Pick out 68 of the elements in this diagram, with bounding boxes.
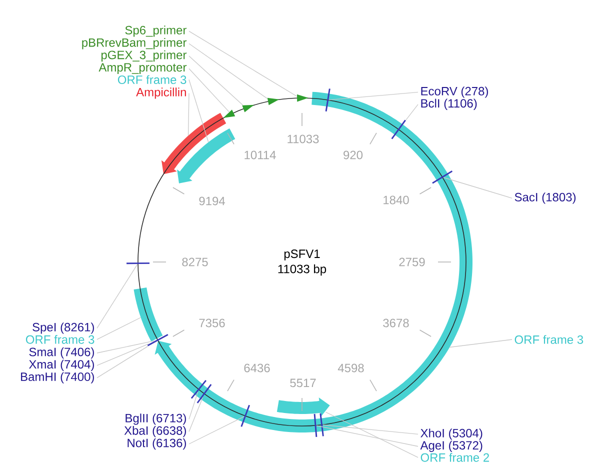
- leader-line: [449, 339, 512, 348]
- leader-line: [96, 340, 155, 354]
- site-tick: [147, 334, 168, 346]
- site-label: SmaI (7406): [29, 347, 94, 359]
- leader-line: [188, 397, 204, 432]
- feature-band: [177, 128, 236, 184]
- feature-triangle: [242, 104, 254, 112]
- feature-label: ORF frame 3: [118, 75, 186, 84]
- site-tick: [325, 88, 330, 112]
- leader-line: [322, 424, 418, 435]
- site-label: XhoI (5304): [420, 428, 482, 440]
- position-number: 11033: [288, 134, 319, 144]
- site-tick: [126, 262, 150, 264]
- site-label: XmaI (7404): [28, 360, 94, 371]
- feature-label: ORF frame 2: [420, 453, 489, 462]
- feature-label: AmpR_promoter: [98, 63, 187, 74]
- position-number: 9194: [199, 196, 225, 206]
- feature-label: ORF frame 3: [514, 335, 584, 344]
- feature-triangle: [267, 98, 280, 106]
- site-tick: [320, 413, 324, 436]
- feature-label: pGEX_3_primer: [101, 50, 187, 62]
- feature-label: Ampicillin: [136, 88, 186, 99]
- feature-band: [161, 112, 226, 174]
- plasmid-name: pSFV1: [284, 250, 320, 260]
- position-number: 7356: [199, 318, 225, 328]
- feature-label: pBRrevBam_primer: [82, 38, 187, 50]
- leader-line: [405, 104, 418, 120]
- site-label: AgeI (5372): [420, 440, 482, 452]
- feature-triangle: [297, 94, 308, 102]
- feature-band: [276, 397, 330, 416]
- feature-label: ORF frame 3: [26, 335, 94, 344]
- site-label: SacI (1803): [514, 192, 576, 204]
- leader-line: [96, 264, 138, 329]
- site-label: BglII (6713): [126, 414, 186, 425]
- position-number: 2759: [399, 258, 425, 266]
- plasmid-size: 11033 bp: [278, 264, 326, 276]
- feature-triangle: [223, 110, 236, 118]
- site-label: SpeI (8261): [32, 322, 94, 334]
- site-tick: [314, 414, 318, 437]
- feature-band: [134, 287, 163, 342]
- position-number: 6436: [244, 364, 270, 372]
- leader-line: [188, 92, 190, 136]
- leader-line: [188, 79, 209, 143]
- leader-line: [328, 92, 418, 100]
- leader-line: [188, 56, 244, 106]
- position-number: 3678: [383, 318, 409, 328]
- position-number: 8275: [182, 258, 208, 266]
- site-label: BclI (1106): [421, 98, 477, 110]
- site-label: XbaI (6638): [124, 426, 186, 438]
- site-label: BamHI (7400): [21, 372, 94, 384]
- position-number: 5517: [290, 378, 316, 388]
- leader-line: [188, 30, 298, 97]
- position-number: 4598: [338, 364, 364, 372]
- position-number: 1840: [384, 196, 409, 204]
- leader-line: [188, 392, 198, 420]
- leader-line: [188, 43, 268, 99]
- leader-line: [96, 344, 150, 366]
- position-number: 10114: [244, 150, 276, 160]
- leader-line: [96, 346, 148, 378]
- leader-line: [316, 425, 418, 447]
- position-number: 920: [344, 150, 363, 160]
- feature-label: Sp6_primer: [125, 26, 187, 37]
- leader-line: [188, 68, 230, 112]
- leader-line: [325, 412, 418, 458]
- leader-line: [443, 177, 512, 199]
- leader-line: [96, 317, 142, 340]
- site-label: NotI (6136): [128, 438, 186, 450]
- site-label: EcoRV (278): [421, 86, 488, 98]
